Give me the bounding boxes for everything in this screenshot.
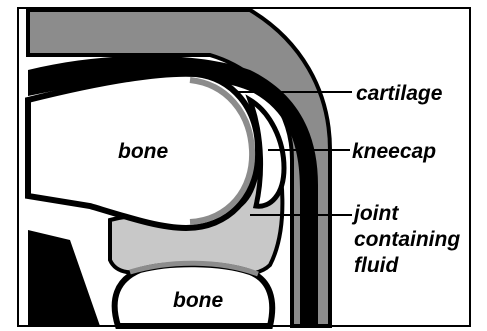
label-joint: joint — [351, 202, 399, 225]
label-cartilage: cartilage — [356, 82, 443, 105]
label-bone-lower: bone — [173, 289, 223, 312]
label-containing: containing — [354, 228, 460, 251]
label-bone-upper: bone — [118, 140, 168, 163]
label-fluid: fluid — [354, 254, 399, 277]
label-kneecap: kneecap — [352, 140, 436, 163]
